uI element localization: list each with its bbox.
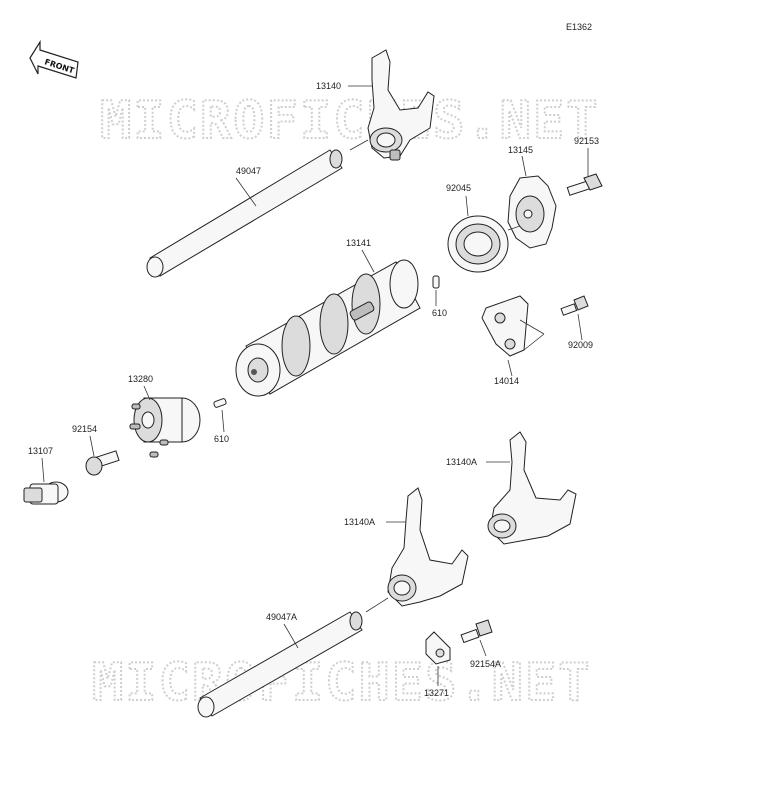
label-13271: 13271 — [424, 688, 449, 698]
label-13107: 13107 — [28, 446, 53, 456]
shift-drum-cam-13145 — [507, 175, 557, 249]
label-13141: 13141 — [346, 238, 371, 248]
bearing-92045 — [447, 215, 509, 273]
shift-fork-13140 — [367, 49, 435, 161]
label-13140: 13140 — [316, 81, 341, 91]
diagram-code: E1362 — [566, 22, 592, 32]
label-92153: 92153 — [574, 136, 599, 146]
label-610-upper: 610 — [432, 308, 447, 318]
bolt-92153 — [566, 173, 603, 196]
pin-610-upper — [432, 275, 440, 289]
pin-610-lower — [213, 398, 227, 408]
label-49047A: 49047A — [266, 612, 297, 622]
label-49047: 49047 — [236, 166, 261, 176]
label-13140A-right: 13140A — [446, 457, 477, 467]
label-13145: 13145 — [508, 145, 533, 155]
label-92045: 92045 — [446, 183, 471, 193]
front-arrow-icon: FRONT — [29, 39, 79, 79]
label-13280: 13280 — [128, 374, 153, 384]
label-610-lower: 610 — [214, 434, 229, 444]
bolt-92009 — [560, 295, 589, 316]
watermark-top: MICROFICHES.NET — [100, 91, 600, 151]
shift-shaft-49047 — [146, 149, 343, 278]
shift-shaft-49047A — [197, 611, 363, 718]
shift-fork-13140A-left — [387, 487, 469, 607]
plate-14014 — [481, 295, 529, 357]
label-92154A: 92154A — [470, 659, 501, 669]
label-14014: 14014 — [494, 376, 519, 386]
stopper-13271 — [425, 631, 451, 665]
bolt-92154A — [460, 619, 493, 644]
label-92154: 92154 — [72, 424, 97, 434]
pin-holder-13280 — [129, 397, 201, 458]
label-13140A-left: 13140A — [344, 517, 375, 527]
shift-fork-13140A-right — [487, 431, 577, 545]
neutral-switch-13107 — [23, 481, 69, 505]
bolt-92154 — [85, 450, 120, 476]
watermark-bottom: MICROFICHES.NET — [92, 653, 592, 713]
shift-drum-13141 — [235, 259, 421, 397]
label-92009: 92009 — [568, 340, 593, 350]
